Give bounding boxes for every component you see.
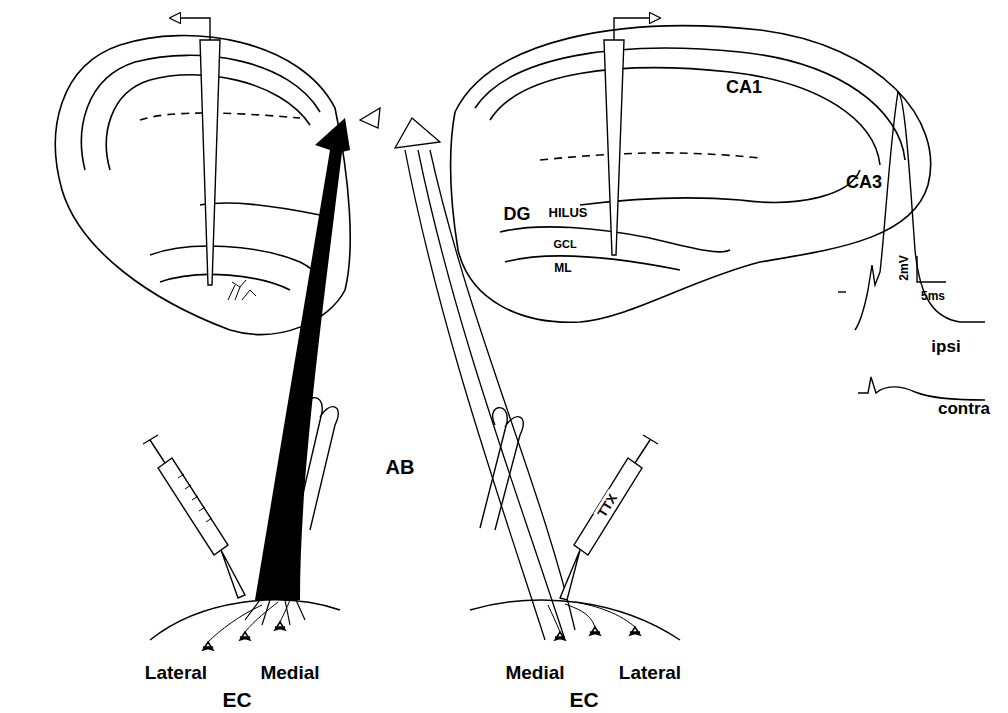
- angular-bundle: [245, 108, 575, 640]
- layer-label: HILUS: [549, 206, 588, 219]
- dg-line: [200, 203, 320, 215]
- scale-bar: [917, 256, 946, 282]
- bipolar-electrode: [480, 408, 523, 530]
- subregion-label: Medial: [505, 663, 564, 682]
- syringe-barrel: [574, 458, 642, 555]
- ca3-line: [580, 170, 860, 205]
- ventricle-line: [140, 113, 300, 120]
- layer-label: ML: [554, 262, 571, 274]
- structure-label: EC: [222, 689, 251, 710]
- scale-label: 5ms: [921, 290, 945, 302]
- syringe-needle: [560, 550, 580, 600]
- dg-line: [150, 246, 322, 290]
- syringe-plunger: [635, 435, 658, 463]
- ventricle-line: [540, 153, 760, 160]
- structure-label: EC: [569, 689, 598, 710]
- syringe-barrel: [158, 458, 228, 555]
- slice-outline: [55, 36, 350, 335]
- black-fiber-bundle: [255, 118, 350, 600]
- region-label: CA3: [846, 173, 882, 191]
- syringe-needle: [221, 550, 245, 598]
- scale-label: 2mV: [897, 253, 911, 282]
- ec-outline: [470, 600, 680, 640]
- ec-axon: [208, 600, 635, 642]
- fiber-arrowhead: [360, 108, 380, 128]
- subregion-label: Medial: [260, 663, 319, 682]
- electrode: [200, 40, 220, 285]
- dg-line: [505, 256, 680, 270]
- syringe-scale: [178, 474, 212, 522]
- bipolar-electrode: [295, 398, 338, 530]
- pathway-label: AB: [386, 457, 415, 477]
- electrode: [604, 40, 624, 255]
- right-slice: [451, 26, 931, 322]
- output-arrow: [175, 18, 210, 40]
- subregion-label: Lateral: [145, 663, 207, 682]
- trace-label: ipsi: [931, 338, 960, 355]
- syringe-plunger: [143, 435, 165, 463]
- trace-label: contra: [938, 400, 990, 417]
- subregion-label: Lateral: [619, 663, 681, 682]
- dg-line: [160, 274, 290, 290]
- stimulating-electrodes: [295, 398, 523, 530]
- evoked-potential-traces: [838, 92, 985, 400]
- baseline-tick: [838, 291, 846, 292]
- ec-outline: [150, 600, 340, 640]
- contra-trace: [858, 377, 985, 400]
- ipsi-trace: [855, 92, 985, 330]
- fiber-spray: [245, 600, 305, 625]
- fiber-arrowhead: [395, 118, 440, 148]
- output-arrow: [614, 18, 655, 40]
- region-label: CA1: [726, 78, 762, 96]
- region-label: DG: [504, 205, 531, 223]
- entorhinal-cortex: [150, 600, 680, 650]
- alveus-line: [475, 48, 905, 160]
- injection-syringes: [143, 435, 658, 600]
- pyramidal-line: [490, 68, 880, 165]
- ec-neuron: [203, 622, 640, 650]
- granule-cells: [228, 280, 256, 300]
- left-slice: [55, 36, 350, 335]
- slice-outline: [451, 26, 931, 322]
- white-fibers: [405, 150, 575, 640]
- layer-label: GCL: [553, 239, 576, 250]
- recording-electrodes: [175, 18, 655, 285]
